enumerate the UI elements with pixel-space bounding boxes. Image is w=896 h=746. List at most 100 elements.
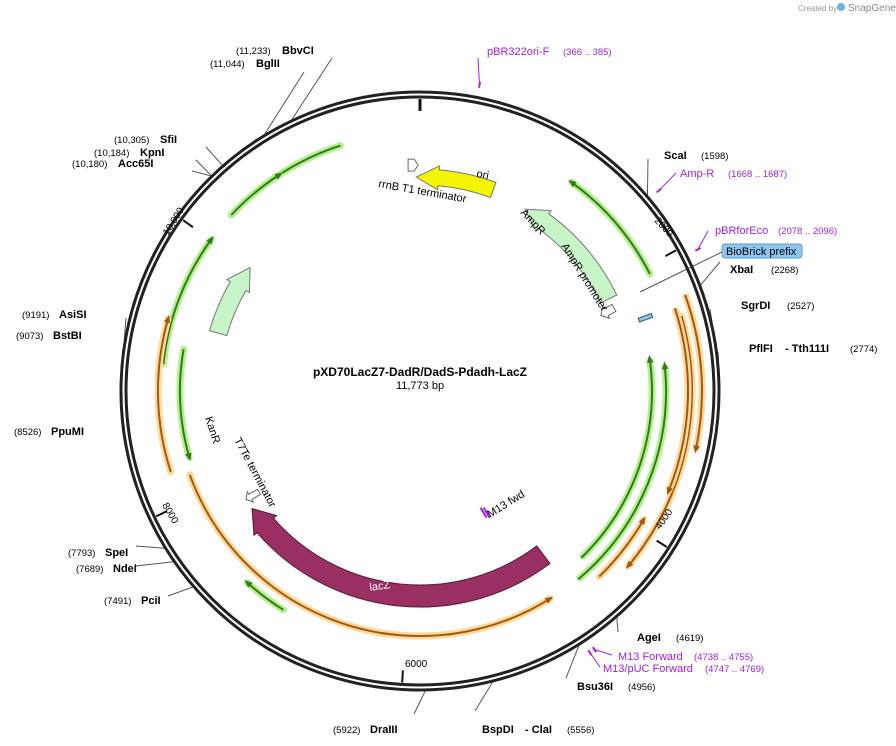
svg-text:(2527): (2527) [787,301,814,312]
svg-text:XbaI: XbaI [730,264,753,276]
svg-text:M13 Forward: M13 Forward [618,651,683,663]
orf-2 [568,178,654,278]
scale-ticks [155,99,677,683]
credit-prefix: Created by [798,4,837,13]
pbr322ori-f-mark [477,81,482,88]
site-scai[interactable]: ScaI (1598) [664,150,728,162]
svg-text:(4747 .. 4769): (4747 .. 4769) [705,664,764,675]
biobrick-leader [639,251,723,293]
svg-text:BioBrick prefix: BioBrick prefix [726,246,797,258]
svg-text:NdeI: NdeI [113,563,137,575]
svg-text:SpeI: SpeI [105,547,128,559]
tick-5 [182,219,194,229]
site-tth111i[interactable]: - Tth111I (2774) [785,343,877,355]
primer-m13-puc-forward[interactable]: M13/pUC Forward (4747 .. 4769) [603,663,764,675]
svg-text:(7689): (7689) [76,564,103,575]
leader-17 [700,261,721,286]
tick-2 [656,539,668,548]
ampr-promoter-glyph [600,303,617,320]
svg-text:pBRforEco: pBRforEco [715,225,768,237]
leader-1 [264,71,305,135]
orf-right-orange-1 [681,293,706,454]
svg-text:BstBI: BstBI [53,330,82,342]
svg-text:Bsu36I: Bsu36I [577,681,613,693]
site-draiii[interactable]: (5922) DraIII [333,724,398,736]
site-acc65i[interactable]: (10,180) Acc65I [72,158,153,170]
svg-text:- Tth111I: - Tth111I [785,343,829,355]
primer-pbrforeco[interactable]: pBRforEco (2078 .. 2096) [715,225,837,237]
tick-1 [664,249,677,257]
primer-m13-forward[interactable]: M13 Forward (4738 .. 4755) [618,651,753,663]
site-bbvci[interactable]: (11,233) BbvCI [236,45,314,57]
svg-text:AgeI: AgeI [637,632,661,644]
svg-text:ScaI: ScaI [664,150,687,162]
svg-text:(10,305): (10,305) [114,135,149,146]
leader-2 [205,146,223,166]
svg-text:AsiSI: AsiSI [59,309,87,321]
site-spei[interactable]: (7793) SpeI [68,547,128,559]
svg-text:(1598): (1598) [701,151,728,162]
plasmid-name: pXD70LacZ7-DadR/DadS-Pdadh-LacZ [313,365,527,379]
tick-label-6000: 6000 [405,659,428,670]
leader-11 [413,690,426,715]
leader-4 [191,170,211,177]
site-clai[interactable]: - ClaI (5556) [525,724,594,736]
primer-leader-3 [594,649,613,656]
site-sfii[interactable]: (10,305) SfiI [114,134,177,146]
m13-puc-forward-mark [587,649,593,656]
primer-amp-r[interactable]: Amp-R (1668 .. 1687) [680,168,787,180]
svg-text:KpnI: KpnI [140,147,164,159]
site-bglii[interactable]: (11,044) BglII [210,58,280,70]
site-bstbi[interactable]: (9073) BstBI [16,330,82,342]
tick-label-10000: 10,000 [161,205,187,237]
feature-lacz [251,507,551,608]
svg-text:Acc65I: Acc65I [118,158,153,170]
site-xbai[interactable]: XbaI (2268) [730,264,798,276]
leader-0 [291,57,333,121]
svg-text:DraIII: DraIII [370,724,398,736]
rrnb-terminator-glyph [407,158,419,172]
site-ppumi[interactable]: (8526) PpuMI [14,426,84,438]
orf-5 [227,171,283,219]
site-kpni[interactable]: (10,184) KpnI [94,147,164,159]
m13-forward-mark [591,646,597,653]
svg-text:(7491): (7491) [104,596,131,607]
primer-pbr322ori-f[interactable]: pBR322ori-F (366 .. 385) [487,46,612,58]
feature-label-m13fwd: M13 fwd [485,488,527,520]
svg-text:BglII: BglII [256,58,280,70]
site-bsu36i[interactable]: Bsu36I (4956) [577,681,655,693]
site-agei[interactable]: AgeI (4619) [637,632,703,644]
svg-text:(1668 .. 1687): (1668 .. 1687) [728,169,787,180]
leader-14 [616,617,619,633]
biobrick-prefix-badge[interactable]: BioBrick prefix [721,243,803,259]
site-ndei[interactable]: (7689) NdeI [76,563,137,575]
plasmid-size: 11,773 bp [396,380,444,392]
svg-text:PpuMI: PpuMI [51,426,84,438]
site-sgrdi[interactable]: SgrDI (2527) [741,300,814,312]
svg-text:(2774): (2774) [850,344,877,355]
svg-text:(4738 .. 4755): (4738 .. 4755) [694,652,753,663]
svg-text:(5922): (5922) [333,725,360,736]
leader-18 [646,158,649,196]
svg-text:(4619): (4619) [676,633,703,644]
feature-kanr [208,266,251,337]
orf-3 [243,579,287,614]
features [208,158,654,608]
site-pcii[interactable]: (7491) PciI [104,595,161,607]
svg-text:BbvCI: BbvCI [282,45,314,57]
svg-text:PflFI: PflFI [749,343,773,355]
site-bspdi[interactable]: BspDI [482,724,514,736]
site-pflfi[interactable]: PflFI [749,343,773,355]
backbone [119,90,721,692]
orf-8 [624,312,696,570]
svg-text:(9191): (9191) [22,310,49,321]
svg-text:BspDI: BspDI [482,724,514,736]
primer-leader-1 [658,172,677,191]
leader-8 [135,545,165,549]
svg-text:pBR322ori-F: pBR322ori-F [487,46,550,58]
orf-right-orange-0 [665,307,692,496]
site-asisi[interactable]: (9191) AsiSI [22,309,87,321]
credit-brand: SnapGene [848,3,896,14]
svg-text:(2078 .. 2096): (2078 .. 2096) [778,226,837,237]
